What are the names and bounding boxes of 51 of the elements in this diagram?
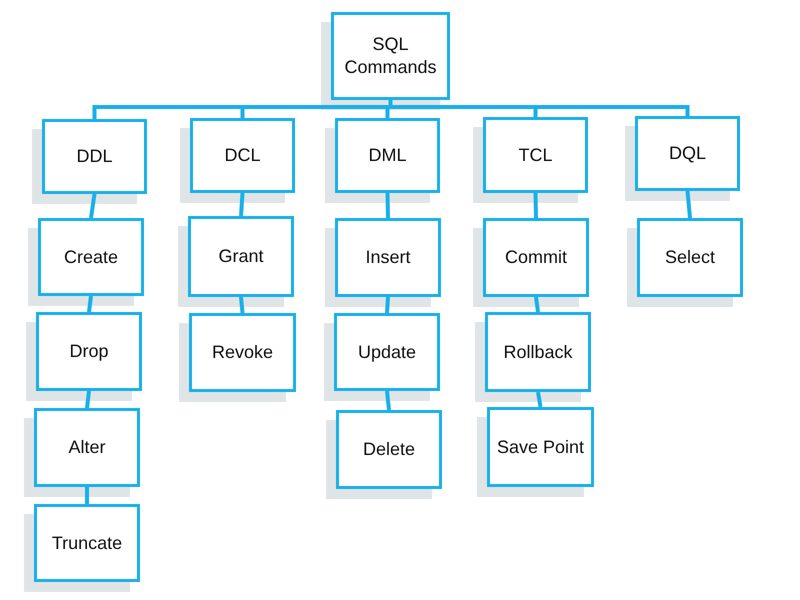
connector-line [534, 296, 540, 312]
connector-line [385, 390, 391, 410]
command-box [38, 218, 144, 296]
box-label: Truncate [52, 532, 122, 554]
box-label: Drop [69, 340, 108, 363]
connector-line [85, 487, 89, 504]
command-box [485, 312, 591, 392]
command-box [42, 119, 147, 194]
command-box [190, 118, 295, 193]
command-box [335, 218, 441, 297]
command-box [635, 116, 740, 191]
connector-line [89, 194, 96, 218]
connector-line [534, 192, 538, 218]
command-box [36, 312, 142, 391]
box-label: Save Point [496, 436, 584, 458]
box-label: Select [664, 246, 716, 269]
command-box [336, 410, 442, 489]
connector-line [239, 192, 244, 216]
connector-line [85, 390, 91, 408]
command-box [487, 407, 594, 487]
box-label: Revoke [212, 341, 274, 364]
box-label: DML [368, 144, 406, 167]
box-label: Alter [68, 436, 106, 459]
box-label: DQL [668, 142, 706, 165]
connector-line [87, 296, 93, 312]
connector-line [386, 192, 390, 218]
box-label: Update [358, 340, 416, 364]
box-label: Grant [218, 245, 264, 268]
command-box [189, 313, 296, 392]
command-box [34, 504, 140, 582]
box-label: Commit [505, 246, 567, 269]
box-label: Insert [365, 246, 411, 269]
command-box [483, 218, 589, 297]
command-box [483, 117, 588, 193]
connector-line [686, 190, 692, 218]
command-box [331, 12, 450, 100]
box-label: Rollback [503, 340, 573, 364]
connector-line [239, 296, 244, 314]
box-label: DCL [224, 144, 260, 167]
box-label: Create [64, 246, 118, 268]
box-label: DDL [76, 145, 112, 168]
command-box [188, 216, 294, 297]
command-box [637, 218, 743, 297]
command-box [335, 118, 440, 193]
box-label: SQL Commands [343, 33, 438, 79]
connector-line [536, 392, 542, 408]
box-label: Delete [362, 438, 416, 461]
box-label: TCL [518, 144, 552, 166]
command-box [34, 408, 140, 487]
command-box [334, 313, 440, 391]
connector-line [385, 296, 390, 314]
